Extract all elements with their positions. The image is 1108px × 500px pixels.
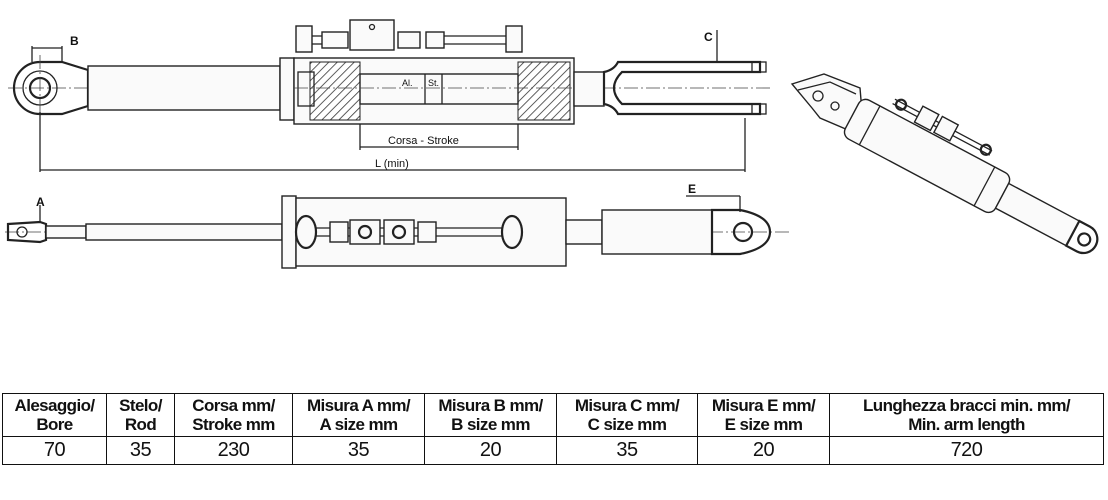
dim-label-al: Al.: [402, 78, 413, 88]
table-header-row: Alesaggio/Bore Stelo/Rod Corsa mm/Stroke…: [2, 393, 1104, 437]
cell-a-size: 35: [292, 436, 425, 465]
cell-min-arm-length: 720: [829, 436, 1104, 465]
cell-e-size: 20: [697, 436, 830, 465]
cylinder-technical-drawing: B Al. St.: [5, 19, 1099, 269]
bottom-side-view: A E: [5, 182, 790, 269]
header-e-size: Misura E mm/E size mm: [697, 393, 830, 437]
header-rod: Stelo/Rod: [106, 393, 175, 437]
hydraulic-line-top: [295, 19, 523, 53]
hydraulic-line-side: [294, 214, 524, 250]
header-bore: Alesaggio/Bore: [2, 393, 107, 437]
table-row: 70 35 230 35 20 35 20 720: [2, 436, 1104, 465]
rod-eye-b: [12, 55, 90, 121]
spec-table: Alesaggio/Bore Stelo/Rod Corsa mm/Stroke…: [2, 393, 1104, 465]
dim-label-a: A: [36, 195, 45, 209]
top-section-view: B Al. St.: [8, 19, 770, 172]
dim-label-c: C: [704, 30, 713, 44]
cell-stroke: 230: [174, 436, 293, 465]
cell-rod: 35: [106, 436, 175, 465]
header-min-arm-length: Lunghezza bracci min. mm/Min. arm length: [829, 393, 1104, 437]
header-c-size: Misura C mm/C size mm: [556, 393, 698, 437]
dim-label-st: St.: [428, 78, 439, 88]
dim-label-e: E: [688, 182, 696, 196]
dim-label-length: L (min): [375, 158, 409, 170]
header-a-size: Misura A mm/A size mm: [292, 393, 425, 437]
perspective-view: [790, 73, 1099, 255]
cell-bore: 70: [2, 436, 107, 465]
cell-b-size: 20: [424, 436, 557, 465]
header-b-size: Misura B mm/B size mm: [424, 393, 557, 437]
dim-label-stroke: Corsa - Stroke: [388, 135, 459, 147]
header-stroke: Corsa mm/Stroke mm: [174, 393, 293, 437]
dim-label-b: B: [70, 34, 79, 48]
cell-c-size: 35: [556, 436, 698, 465]
